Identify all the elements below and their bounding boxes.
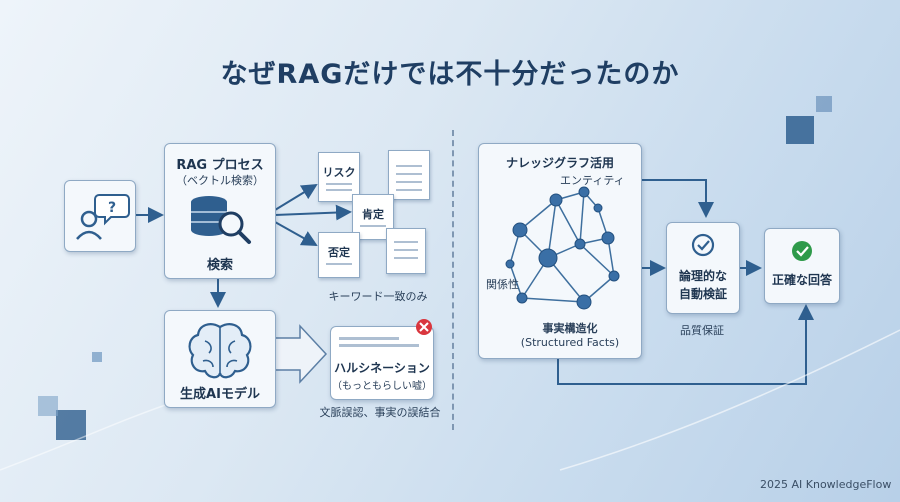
decor-square xyxy=(92,352,102,362)
rag-process-box: RAG プロセス （ベクトル検索） 検索 xyxy=(164,143,276,279)
auto-verify-box: 論理的な 自動検証 xyxy=(666,222,740,314)
hallucination-title: ハルシネーション xyxy=(334,361,430,375)
document-label: 否定 xyxy=(328,246,350,259)
user-question-icon: ? xyxy=(76,194,130,240)
structured-label: 事実構造化 xyxy=(542,322,598,335)
verify-caption: 品質保証 xyxy=(680,324,724,337)
ai-model-label: 生成AIモデル xyxy=(180,387,260,402)
document xyxy=(388,150,430,200)
hallucination-subtitle: （もっともらしい嘘） xyxy=(332,381,432,392)
answer-label: 正確な回答 xyxy=(771,273,832,287)
decor-square xyxy=(816,96,832,112)
rag-title: RAG プロセス xyxy=(176,158,264,173)
rag-subtitle: （ベクトル検索） xyxy=(176,174,264,187)
decor-square xyxy=(38,396,58,416)
document-label: リスク xyxy=(322,166,356,179)
document-deny: 否定 xyxy=(318,232,360,278)
svg-text:?: ? xyxy=(108,200,116,216)
docs-caption: キーワード一致のみ xyxy=(328,290,428,303)
verify-label-2: 自動検証 xyxy=(678,287,727,301)
rag-search-label: 検索 xyxy=(206,258,233,273)
verify-label-1: 論理的な xyxy=(678,269,727,283)
success-check-icon xyxy=(792,241,812,261)
database-search-icon xyxy=(191,196,251,244)
document xyxy=(386,228,426,274)
page-title: なぜRAGだけでは不十分だったのか xyxy=(220,59,680,90)
structured-sub: (Structured Facts) xyxy=(520,336,620,349)
brain-icon xyxy=(188,323,252,379)
decor-square xyxy=(786,116,814,144)
relation-label: 関係性 xyxy=(486,278,519,291)
document-label: 肯定 xyxy=(362,208,384,221)
hallucination-caption: 文脈誤認、事実の誤結合 xyxy=(319,406,441,419)
decor-square xyxy=(56,410,86,440)
section-divider xyxy=(452,130,454,430)
user-query-card: ? xyxy=(64,180,136,252)
knowledge-graph-box: ナレッジグラフ活用 xyxy=(478,143,642,359)
ai-model-box: 生成AIモデル xyxy=(164,310,276,408)
footer-credit: 2025 AI KnowledgeFlow xyxy=(760,478,892,491)
hallucination-box: ハルシネーション （もっともらしい嘘） xyxy=(330,326,434,400)
document-risk: リスク xyxy=(318,152,360,202)
entity-label: エンティティ xyxy=(560,174,625,187)
check-icon xyxy=(691,233,715,257)
correct-answer-box: 正確な回答 xyxy=(764,228,840,304)
kg-title: ナレッジグラフ活用 xyxy=(505,156,614,170)
